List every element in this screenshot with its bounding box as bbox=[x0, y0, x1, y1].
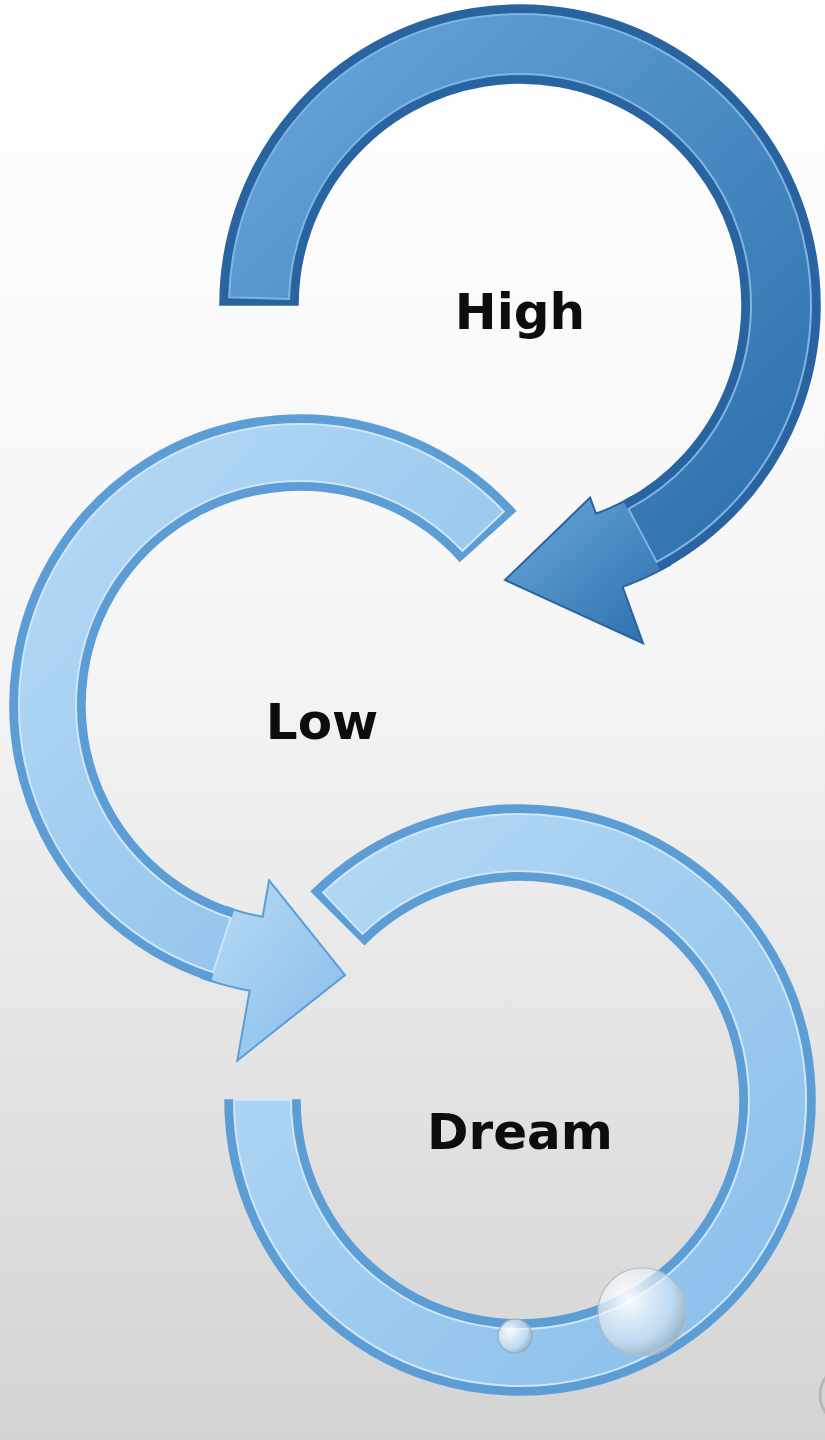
circular-arrow-shape bbox=[225, 805, 815, 1395]
node-label: Dream bbox=[427, 1105, 613, 1160]
ring-arrow-node: High bbox=[220, 5, 820, 605]
node-label: Low bbox=[266, 695, 378, 750]
ring-arrow-node: Low bbox=[10, 415, 590, 995]
bubble bbox=[820, 1365, 825, 1425]
node-label: High bbox=[455, 285, 585, 340]
ring-edge bbox=[225, 805, 815, 1395]
ring-face bbox=[234, 814, 806, 1386]
bubble bbox=[498, 1319, 532, 1353]
bubble bbox=[598, 1268, 686, 1356]
ring-arrow-node: Dream bbox=[225, 805, 815, 1395]
